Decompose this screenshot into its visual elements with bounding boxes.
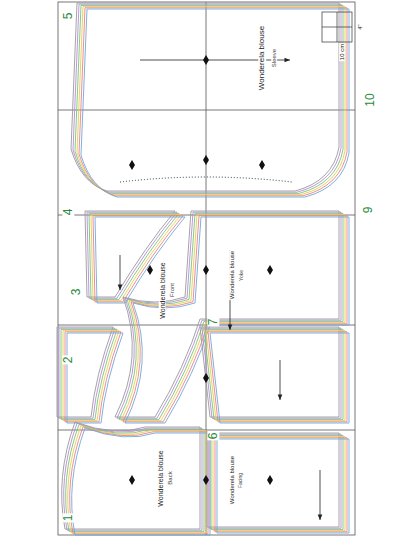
size-line: [61, 329, 117, 419]
piece-label: 4": [357, 23, 363, 30]
grainline: [320, 470, 321, 520]
size-line: [207, 433, 339, 527]
size-line: [211, 435, 343, 529]
piece-label: 10 cm: [339, 43, 345, 61]
size-line: [68, 426, 206, 533]
piece-label: Wonderela blouse: [229, 250, 235, 300]
notch-diamond: [203, 55, 209, 65]
grainline: [140, 60, 290, 61]
size-line: [64, 423, 202, 530]
grainline-head: [278, 394, 283, 400]
size-line: [81, 9, 349, 197]
notch-diamond: [267, 265, 273, 275]
size-line: [125, 217, 349, 423]
test-square: [322, 12, 352, 42]
notch-diamond: [203, 475, 209, 485]
page-number: 7: [207, 318, 219, 327]
size-line: [73, 4, 341, 192]
page-number: 10: [364, 92, 376, 107]
size-line: [65, 332, 121, 422]
size-line: [70, 427, 208, 534]
size-line: [66, 424, 204, 531]
size-line: [208, 332, 347, 422]
size-line: [117, 212, 341, 418]
notch-diamond: [259, 160, 265, 170]
notch-diamond: [203, 373, 209, 383]
size-line: [77, 7, 345, 195]
notch-diamond: [129, 160, 135, 170]
size-line: [210, 333, 349, 423]
size-line: [204, 329, 343, 419]
size-line: [75, 5, 343, 193]
size-line: [115, 211, 339, 417]
pattern-pieces: [57, 3, 349, 535]
grainline-head: [228, 324, 233, 330]
page-number: 6: [207, 432, 219, 441]
piece-label: Wonderela blouse: [229, 455, 235, 505]
piece-label: Wonderela blouse: [258, 25, 266, 91]
size-line: [206, 331, 345, 421]
page-number: 5: [62, 12, 74, 21]
size-line: [121, 215, 345, 421]
ease-line: [120, 177, 292, 182]
piece-label: Wonderela blouse: [157, 449, 164, 507]
size-line: [200, 327, 339, 417]
size-line: [63, 331, 119, 421]
piece-label: Front: [169, 282, 175, 298]
notch-diamond: [267, 475, 273, 485]
page-number: 4: [62, 208, 74, 217]
size-line: [79, 8, 347, 196]
notch-marks: [118, 55, 323, 520]
grainline-head: [318, 514, 323, 520]
notch-diamond: [203, 155, 209, 165]
size-line: [72, 428, 210, 535]
size-line: [71, 3, 339, 191]
piece-label: Yoke: [239, 269, 244, 282]
page-grid: [58, 2, 355, 535]
size-line: [95, 217, 185, 303]
notch-diamond: [203, 265, 209, 275]
size-line: [215, 438, 347, 532]
grainline-head: [118, 284, 123, 290]
grainline-head: [284, 58, 290, 63]
size-line: [213, 437, 345, 531]
size-line: [67, 333, 123, 423]
size-line: [202, 328, 341, 418]
notch-diamond: [147, 265, 153, 275]
piece-label: Wonderela blouse: [159, 261, 166, 319]
size-line: [93, 216, 183, 302]
piece-label: Sleeve: [271, 48, 277, 68]
size-line: [91, 215, 181, 301]
size-line: [119, 213, 343, 419]
piece-label: Back: [167, 470, 173, 485]
piece-label: Facing: [238, 471, 243, 488]
size-line: [217, 439, 349, 533]
size-line: [209, 434, 341, 528]
size-line: [123, 216, 347, 422]
size-line: [62, 422, 200, 529]
page-number: 2: [62, 356, 74, 365]
notch-diamond: [129, 475, 135, 485]
page-number: 9: [362, 206, 374, 215]
grainline: [280, 360, 281, 400]
page-number: 1: [62, 514, 74, 523]
page-number: 3: [70, 288, 82, 297]
